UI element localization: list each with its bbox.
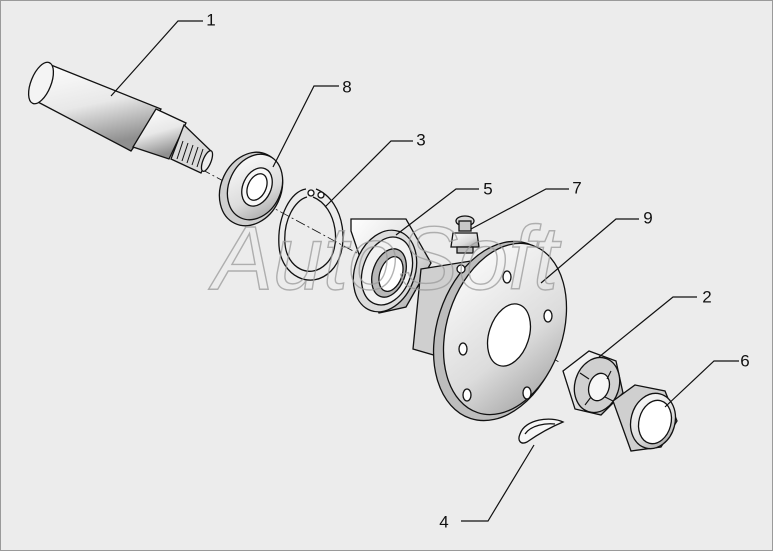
part-bearing <box>350 218 432 314</box>
label-part-5: 5 <box>483 179 493 199</box>
leader-2 <box>598 296 697 358</box>
part-circlip <box>278 188 344 281</box>
leader-6 <box>664 360 739 408</box>
leader-lines <box>110 20 739 522</box>
part-shaft <box>27 61 214 174</box>
leader-7 <box>470 188 569 230</box>
label-part-6: 6 <box>740 351 750 371</box>
label-part-1: 1 <box>206 10 216 30</box>
leader-5 <box>395 188 479 236</box>
leader-8 <box>272 85 339 168</box>
part-seal-ring <box>218 151 284 227</box>
part-dust-cap <box>612 384 678 452</box>
part-flange-hub <box>412 240 568 422</box>
label-part-2: 2 <box>702 287 712 307</box>
leader-1 <box>110 20 203 97</box>
label-part-3: 3 <box>416 130 426 150</box>
label-part-4: 4 <box>439 512 449 532</box>
leader-3 <box>324 140 413 208</box>
label-part-8: 8 <box>342 77 352 97</box>
leader-9 <box>540 218 639 284</box>
leader-4 <box>461 444 535 522</box>
label-part-7: 7 <box>572 178 582 198</box>
part-cotter-pin <box>518 418 565 444</box>
label-part-9: 9 <box>643 208 653 228</box>
part-castle-nut <box>562 350 624 416</box>
part-grease-nipple <box>450 215 480 254</box>
